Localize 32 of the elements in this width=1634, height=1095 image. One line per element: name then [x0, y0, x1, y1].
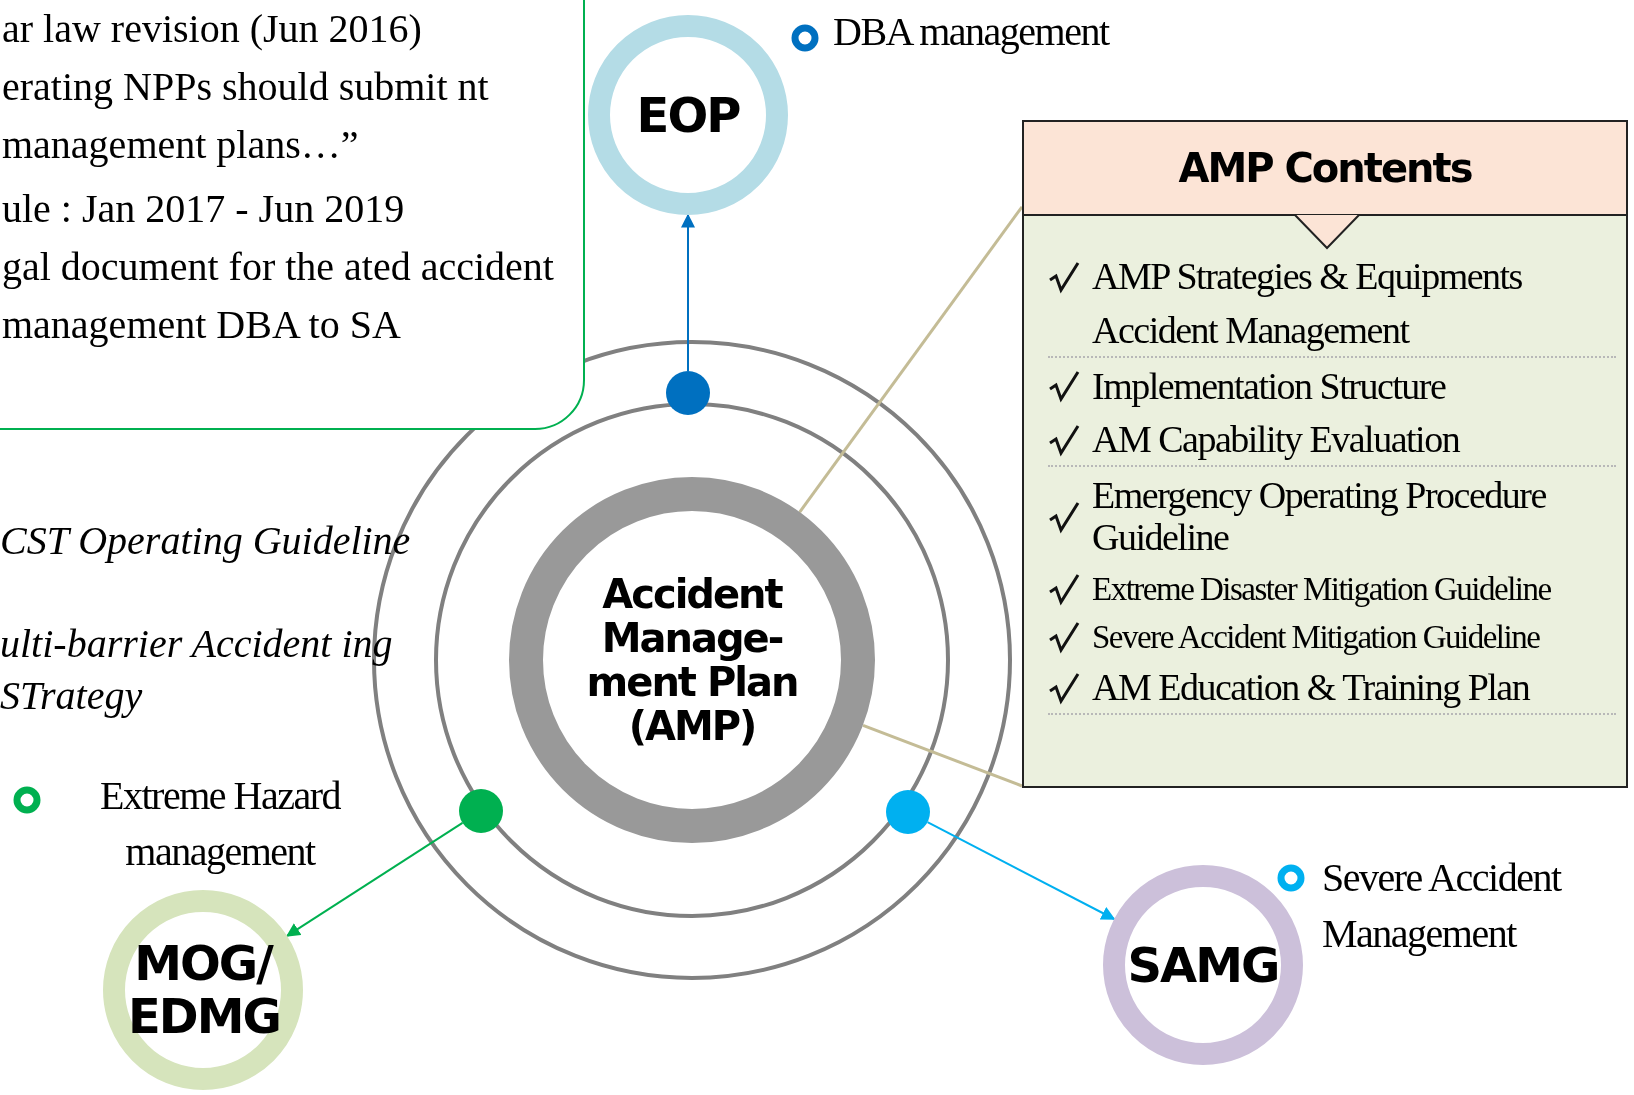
node-label: MOG/ EDMG — [128, 937, 278, 1043]
arrow — [681, 213, 695, 372]
list-item: Severe Accident Mitigation Guideline — [1092, 619, 1540, 656]
dot-marker — [666, 371, 710, 415]
card-text: ule : Jan 2017 - Jun 2019 — [2, 185, 406, 233]
node-label: EOP — [636, 88, 740, 142]
dot-marker — [886, 790, 930, 834]
italic-label: CST Operating Guideline — [0, 517, 412, 565]
list-item: Extreme Disaster Mitigation Guideline — [1092, 570, 1551, 608]
list-item: Accident Management — [1092, 309, 1409, 352]
side-label: Severe Accident Management — [1322, 854, 1563, 958]
arrow — [285, 821, 464, 937]
dot-marker — [459, 789, 503, 833]
card-text: erating NPPs should submit nt management plans…” — [2, 63, 490, 169]
info-card — [0, 0, 585, 430]
card-heading: ar law revision (Jun 2016) — [2, 5, 423, 53]
list-item: Implementation Structure — [1092, 365, 1446, 408]
side-label: DBA management — [833, 8, 1111, 56]
list-item: AMP Strategies & Equipments — [1092, 256, 1522, 298]
list-item: Emergency Operating Procedure Guideline — [1092, 475, 1547, 559]
panel-title: AMP Contents — [1178, 145, 1472, 191]
node-label: Accident Manage- ment Plan (AMP) — [585, 572, 799, 748]
card-text: gal document for the ated accident management DBA to SA — [2, 243, 555, 349]
arrow — [926, 821, 1116, 920]
italic-label: ulti-barrier Accident ing STrategy — [0, 620, 394, 720]
list-item: AM Capability Evaluation — [1092, 419, 1460, 462]
list-item: AM Education & Training Plan — [1092, 667, 1530, 710]
side-label: Extreme Hazard management — [99, 772, 342, 876]
leader-line — [798, 205, 1024, 513]
leader-line — [862, 723, 1023, 788]
node-label: SAMG — [1127, 938, 1279, 992]
contents-panel — [1022, 120, 1628, 788]
